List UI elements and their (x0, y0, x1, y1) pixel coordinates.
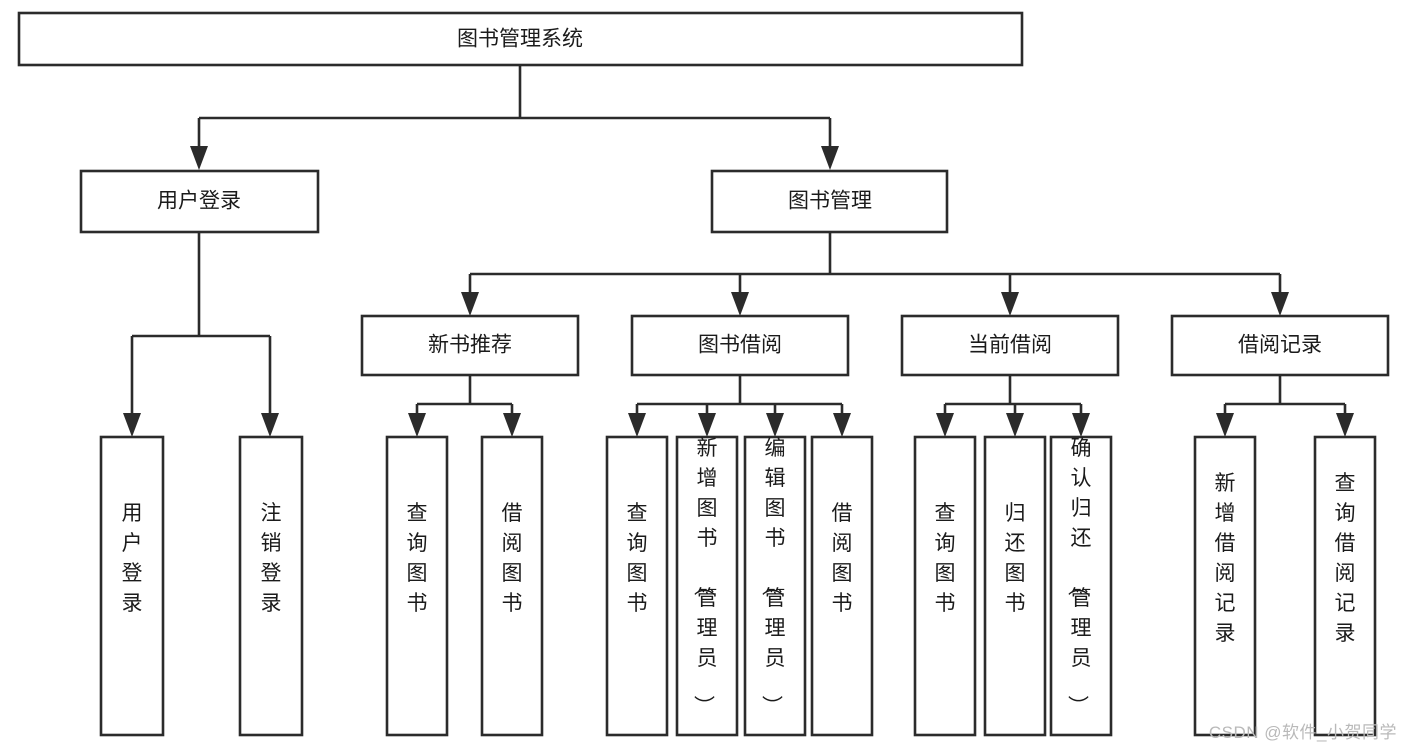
node-label-book-borrow: 图书借阅 (698, 334, 782, 357)
node-label-leaf-query-book-2: 查询图书 (627, 502, 648, 615)
node-label-leaf-edit-book: 编辑图书（管理员） (760, 437, 786, 716)
node-box-leaf-add-book[interactable] (675, 435, 739, 737)
node-label-current-borrow: 当前借阅 (968, 334, 1052, 357)
node-leaf-borrow-book-1[interactable]: 借阅图书 (480, 435, 544, 737)
arrow-head-borrow-record (1271, 292, 1289, 316)
node-box-leaf-query-book-2[interactable] (605, 435, 669, 737)
node-label-leaf-add-record: 新增借阅记录 (1215, 472, 1236, 645)
arrow-head-cb-leaf-3 (1072, 413, 1090, 437)
node-leaf-return-book[interactable]: 归还图书 (983, 435, 1047, 737)
connector-group-user-login (123, 232, 279, 437)
node-current-borrow[interactable]: 当前借阅 (900, 314, 1120, 377)
node-box-leaf-add-record[interactable] (1193, 435, 1257, 737)
node-label-leaf-user-login: 用户登录 (122, 502, 143, 615)
node-box-root[interactable] (17, 11, 1024, 67)
node-label-leaf-query-book-1: 查询图书 (407, 502, 428, 615)
node-box-leaf-confirm-return[interactable] (1049, 435, 1113, 737)
connector-group-root (190, 65, 839, 170)
node-box-current-borrow[interactable] (900, 314, 1120, 377)
node-box-leaf-borrow-book-1[interactable] (480, 435, 544, 737)
node-leaf-add-book[interactable]: 新增图书（管理员） (675, 435, 739, 737)
arrow-head-bb-leaf-4 (833, 413, 851, 437)
connector-group-new-book-rec (408, 375, 521, 437)
connector-group-book-borrow (628, 375, 851, 437)
node-box-new-book-rec[interactable] (360, 314, 580, 377)
node-leaf-user-login[interactable]: 用户登录 (99, 435, 165, 737)
node-leaf-edit-book[interactable]: 编辑图书（管理员） (743, 435, 807, 737)
node-book-borrow[interactable]: 图书借阅 (630, 314, 850, 377)
arrow-head-leaf-logout (261, 413, 279, 437)
node-leaf-query-book-3[interactable]: 查询图书 (913, 435, 977, 737)
connector-group-borrow-record (1216, 375, 1354, 437)
arrow-head-book-manage (821, 146, 839, 170)
node-box-book-manage[interactable] (710, 169, 949, 234)
node-leaf-logout[interactable]: 注销登录 (238, 435, 304, 737)
node-box-leaf-return-book[interactable] (983, 435, 1047, 737)
node-user-login[interactable]: 用户登录 (79, 169, 320, 234)
node-label-borrow-record: 借阅记录 (1238, 334, 1322, 357)
node-new-book-rec[interactable]: 新书推荐 (360, 314, 580, 377)
arrow-head-user-login (190, 146, 208, 170)
arrow-head-bb-leaf-2 (698, 413, 716, 437)
node-leaf-query-book-2[interactable]: 查询图书 (605, 435, 669, 737)
node-root-system[interactable]: 图书管理系统 (17, 11, 1024, 67)
node-label-leaf-borrow-book-1: 借阅图书 (502, 502, 523, 615)
arrow-head-cb-leaf-1 (936, 413, 954, 437)
node-label-new-book-rec: 新书推荐 (428, 334, 512, 357)
connector-group-current-borrow (936, 375, 1090, 437)
arrow-head-cb-leaf-2 (1006, 413, 1024, 437)
arrow-head-bb-leaf-3 (766, 413, 784, 437)
node-leaf-borrow-book-2[interactable]: 借阅图书 (810, 435, 874, 737)
node-label-leaf-add-book: 新增图书（管理员） (692, 437, 718, 716)
node-box-leaf-query-record[interactable] (1313, 435, 1377, 737)
node-box-leaf-user-login[interactable] (99, 435, 165, 737)
node-leaf-add-record[interactable]: 新增借阅记录 (1193, 435, 1257, 737)
node-book-manage[interactable]: 图书管理 (710, 169, 949, 234)
node-label-user-login: 用户登录 (157, 190, 241, 213)
node-label-leaf-confirm-return: 确认归还（管理员） (1066, 437, 1092, 716)
node-label-leaf-borrow-book-2: 借阅图书 (832, 502, 853, 615)
arrow-head-nbr-leaf-2 (503, 413, 521, 437)
arrow-head-book-borrow (731, 292, 749, 316)
arrow-head-bb-leaf-1 (628, 413, 646, 437)
node-box-leaf-query-book-1[interactable] (385, 435, 449, 737)
node-label-leaf-return-book: 归还图书 (1005, 502, 1026, 615)
arrow-head-new-book-rec (461, 292, 479, 316)
node-box-leaf-edit-book[interactable] (743, 435, 807, 737)
node-leaf-query-record[interactable]: 查询借阅记录 (1313, 435, 1377, 737)
node-box-leaf-logout[interactable] (238, 435, 304, 737)
node-label-leaf-query-record: 查询借阅记录 (1335, 472, 1356, 645)
connector-group-book-manage (461, 232, 1289, 316)
node-leaf-query-book-1[interactable]: 查询图书 (385, 435, 449, 737)
node-box-leaf-borrow-book-2[interactable] (810, 435, 874, 737)
node-leaf-confirm-return[interactable]: 确认归还（管理员） (1049, 435, 1113, 737)
node-label-leaf-logout: 注销登录 (261, 502, 282, 615)
node-label-leaf-query-book-3: 查询图书 (935, 502, 956, 615)
arrow-head-br-leaf-2 (1336, 413, 1354, 437)
arrow-head-br-leaf-1 (1216, 413, 1234, 437)
node-borrow-record[interactable]: 借阅记录 (1170, 314, 1390, 377)
node-box-leaf-query-book-3[interactable] (913, 435, 977, 737)
arrow-head-leaf-user-login (123, 413, 141, 437)
node-box-user-login[interactable] (79, 169, 320, 234)
node-box-borrow-record[interactable] (1170, 314, 1390, 377)
node-box-book-borrow[interactable] (630, 314, 850, 377)
node-label-root: 图书管理系统 (457, 28, 583, 51)
node-label-book-manage: 图书管理 (788, 190, 872, 213)
arrow-head-nbr-leaf-1 (408, 413, 426, 437)
arrow-head-current-borrow (1001, 292, 1019, 316)
